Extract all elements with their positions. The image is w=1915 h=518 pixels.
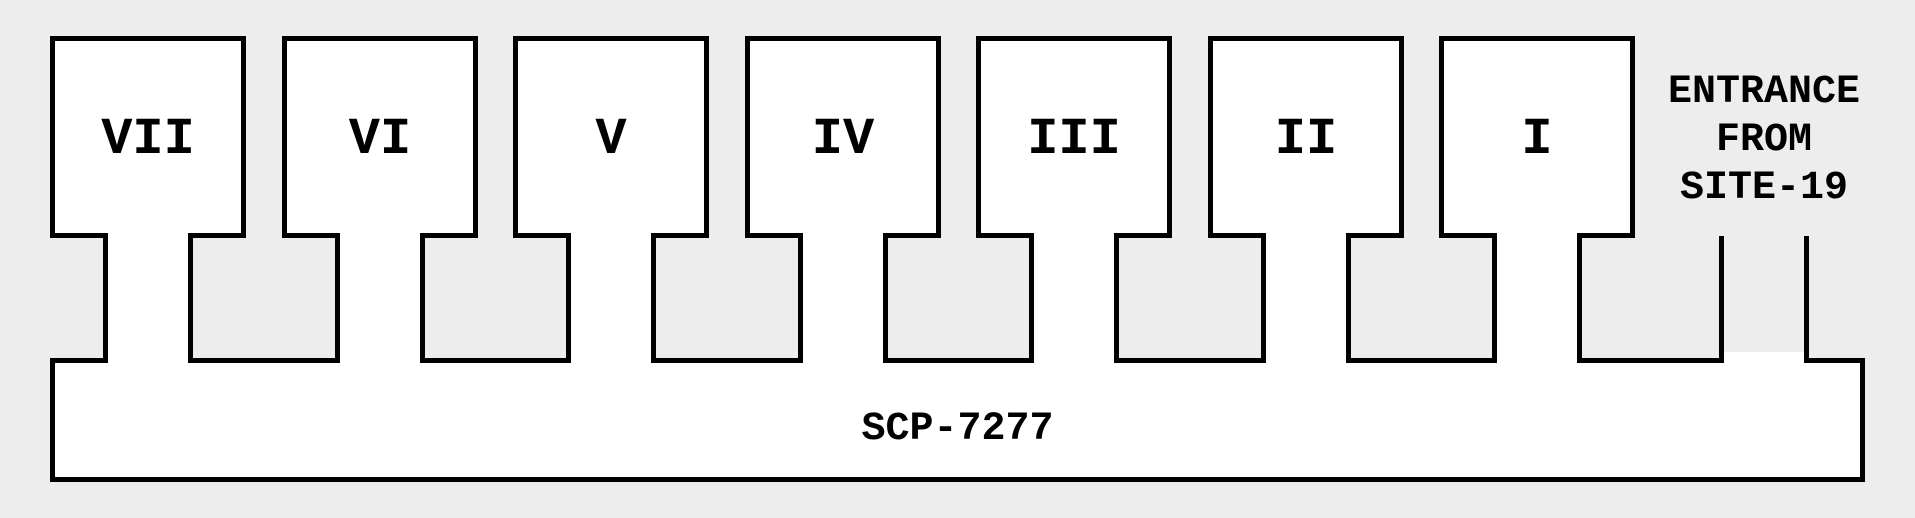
neck-v-left-wall bbox=[566, 233, 571, 363]
entrance-caption-line-1: ENTRANCE bbox=[1667, 70, 1861, 115]
room-vi: VI bbox=[282, 36, 478, 238]
corridor-shape bbox=[50, 358, 1865, 482]
room-vii-label: VII bbox=[101, 109, 195, 169]
room-vii: VII bbox=[50, 36, 246, 238]
neck-vii-left-wall bbox=[103, 233, 108, 363]
neck-vi-right-wall bbox=[420, 233, 425, 363]
room-v-label: V bbox=[595, 109, 627, 169]
corridor-label: SCP-7277 bbox=[861, 406, 1054, 452]
entrance-caption-line-2: FROM bbox=[1715, 118, 1812, 163]
neck-vii-right-wall bbox=[188, 233, 193, 363]
neck-vi-left-wall bbox=[335, 233, 340, 363]
room-iii-label: III bbox=[1027, 109, 1121, 169]
room-i: I bbox=[1439, 36, 1635, 238]
entrance-caption: ENTRANCE FROM SITE-19 bbox=[1654, 69, 1874, 213]
neck-v-right-wall bbox=[651, 233, 656, 363]
room-v: V bbox=[513, 36, 709, 238]
neck-iii-right-wall bbox=[1114, 233, 1119, 363]
room-vi-label: VI bbox=[348, 109, 412, 169]
neck-vi-opening bbox=[340, 228, 420, 372]
neck-iv-right-wall bbox=[883, 233, 888, 363]
neck-ii-opening bbox=[1266, 228, 1346, 372]
room-iii: III bbox=[976, 36, 1172, 238]
room-i-label: I bbox=[1521, 109, 1553, 169]
neck-iv-left-wall bbox=[798, 233, 803, 363]
neck-i-left-wall bbox=[1492, 233, 1497, 363]
neck-iii-opening bbox=[1034, 228, 1114, 372]
entrance-neck-opening bbox=[1724, 352, 1804, 372]
neck-ii-right-wall bbox=[1346, 233, 1351, 363]
neck-i-right-wall bbox=[1577, 233, 1582, 363]
room-iv-label: IV bbox=[811, 109, 875, 169]
neck-iv-opening bbox=[803, 228, 883, 372]
neck-ii-left-wall bbox=[1261, 233, 1266, 363]
neck-i-opening bbox=[1497, 228, 1577, 372]
entrance-caption-line-3: SITE-19 bbox=[1679, 166, 1849, 211]
neck-vii-opening bbox=[108, 228, 188, 372]
neck-iii-left-wall bbox=[1029, 233, 1034, 363]
entrance-neck-right-wall bbox=[1804, 236, 1809, 363]
room-ii: II bbox=[1208, 36, 1404, 238]
entrance-neck-left-wall bbox=[1719, 236, 1724, 363]
room-ii-label: II bbox=[1274, 109, 1338, 169]
neck-v-opening bbox=[571, 228, 651, 372]
room-iv: IV bbox=[745, 36, 941, 238]
